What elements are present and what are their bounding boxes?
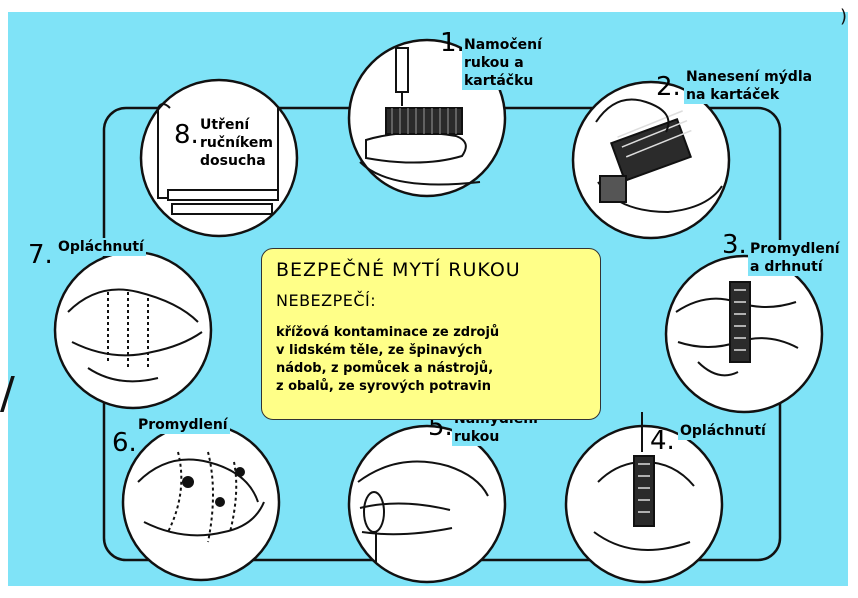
step-3-label-line: Promydlení [750, 240, 840, 258]
step-6-label: Promydlení [136, 416, 230, 434]
step-1-label-line: rukou a [464, 54, 542, 72]
stray-mark-top: ) [840, 6, 847, 27]
step-5-label-line: rukou [454, 428, 538, 446]
step-4-number: 4. [650, 428, 675, 454]
step-8-label: Utření ručníkem dosucha [198, 116, 275, 170]
step-7-label: Opláchnutí [56, 238, 146, 256]
step-2-label-line: Nanesení mýdla [686, 68, 812, 86]
step-8-label-line: Utření [200, 116, 273, 134]
step-6-number: 6. [112, 430, 137, 456]
step-4-label: Opláchnutí [678, 422, 768, 440]
info-text: křížová kontaminace ze zdrojů v lidském … [276, 324, 586, 396]
step-7-number: 7. [28, 242, 53, 268]
info-title: BEZPEČNÉ MYTÍ RUKOU [276, 259, 586, 281]
info-text-line: křížová kontaminace ze zdrojů [276, 324, 586, 342]
step-8-number: 8. [174, 122, 199, 148]
step-8-label-line: ručníkem [200, 134, 273, 152]
step-4-label-line: Opláchnutí [680, 422, 766, 440]
info-subtitle: NEBEZPEČÍ: [276, 291, 586, 310]
step-1-label-line: Namočení [464, 36, 542, 54]
step-circle-5 [349, 426, 505, 582]
step-circle-3 [666, 256, 822, 412]
step-1-label-line: kartáčku [464, 72, 542, 90]
step-3-label-line: a drhnutí [750, 258, 840, 276]
step-6-label-line: Promydlení [138, 416, 228, 434]
hand-washing-diagram: 1. Namočení rukou a kartáčku 2. Nanesení… [8, 12, 848, 586]
step-2-number: 2. [656, 74, 681, 100]
step-3-number: 3. [722, 232, 747, 258]
step-7-label-line: Opláchnutí [58, 238, 144, 256]
info-box: BEZPEČNÉ MYTÍ RUKOU NEBEZPEČÍ: křížová k… [261, 248, 601, 420]
step-2-label: Nanesení mýdla na kartáček [684, 68, 814, 104]
info-text-line: nádob, z pomůcek a nástrojů, [276, 360, 586, 378]
info-text-line: z obalů, ze syrových potravin [276, 378, 586, 396]
step-3-label: Promydlení a drhnutí [748, 240, 842, 276]
step-circle-2 [573, 82, 729, 238]
step-circle-6 [123, 424, 279, 580]
step-circle-7 [55, 252, 211, 408]
step-1-label: Namočení rukou a kartáčku [462, 36, 544, 90]
step-8-label-line: dosucha [200, 152, 273, 170]
info-text-line: v lidském těle, ze špinavých [276, 342, 586, 360]
step-2-label-line: na kartáček [686, 86, 812, 104]
stray-mark-left: / [0, 372, 15, 416]
